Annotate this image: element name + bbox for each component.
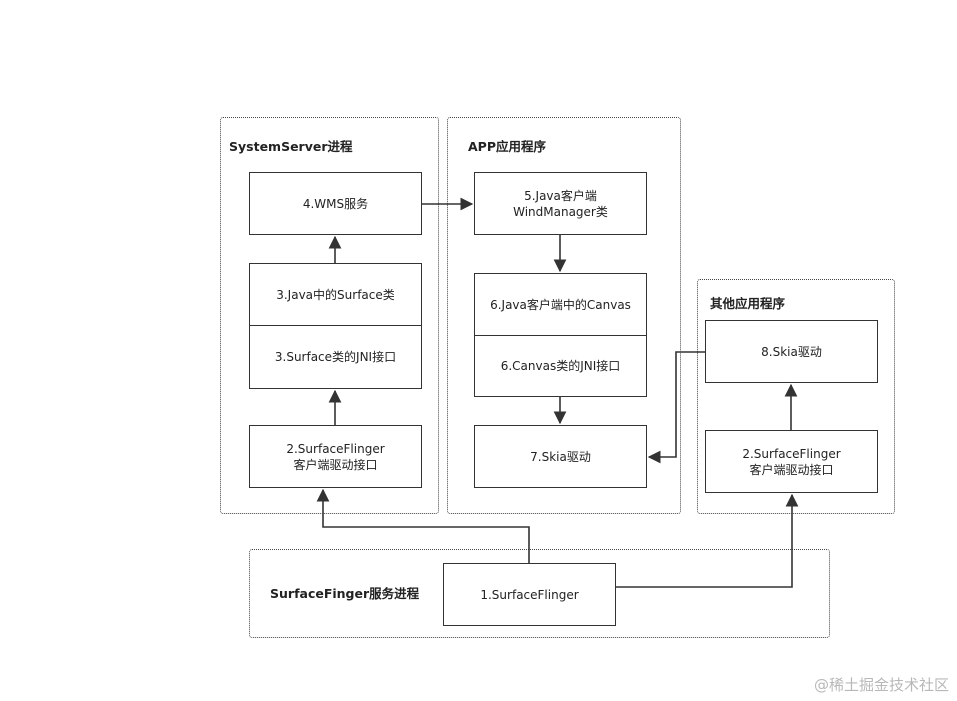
surfaceflinger-box: 1.SurfaceFlinger	[443, 563, 616, 626]
other-app-group	[697, 279, 895, 514]
sf-client-right-line1: 2.SurfaceFlinger	[742, 446, 841, 461]
surfaceflinger-process-group-title: SurfaceFinger服务进程	[270, 586, 420, 601]
surface-jni-interface-box: 3.Surface类的JNI接口	[249, 325, 422, 389]
sf-client-right-line2: 客户端驱动接口	[749, 462, 834, 477]
java-canvas-label: 6.Java客户端中的Canvas	[490, 298, 631, 312]
canvas-jni-interface-label: 6.Canvas类的JNI接口	[500, 359, 621, 373]
java-wm-line1: 5.Java客户端	[524, 188, 597, 203]
systemserver-group	[220, 117, 439, 514]
java-surface-class-label: 3.Java中的Surface类	[276, 288, 395, 302]
java-wm-line2: WindManager类	[513, 204, 608, 219]
wms-service-box: 4.WMS服务	[249, 172, 422, 235]
surfaceflinger-process-group	[249, 549, 830, 638]
systemserver-group-title: SystemServer进程	[229, 139, 353, 154]
app-group-title: APP应用程序	[468, 139, 546, 154]
wms-service-label: 4.WMS服务	[302, 196, 369, 211]
other-app-group-title: 其他应用程序	[710, 296, 786, 311]
arrow-skia-other-to-skia-app	[647, 351, 705, 464]
surface-jni-interface-label: 3.Surface类的JNI接口	[274, 350, 397, 364]
java-canvas-box: 6.Java客户端中的Canvas	[474, 273, 647, 337]
surfaceflinger-client-interface-box-left: 2.SurfaceFlinger 客户端驱动接口	[249, 425, 422, 488]
skia-driver-other-label: 8.Skia驱动	[761, 344, 822, 359]
skia-driver-app-label: 7.Skia驱动	[530, 449, 591, 464]
surfaceflinger-client-interface-box-right: 2.SurfaceFlinger 客户端驱动接口	[705, 430, 878, 493]
surfaceflinger-label: 1.SurfaceFlinger	[480, 587, 579, 602]
arrow-surfaceflinger-to-sf-client-left	[316, 488, 530, 563]
app-group	[447, 117, 681, 514]
arrow-surfaceflinger-to-sf-client-right	[616, 493, 799, 588]
skia-driver-app-box: 7.Skia驱动	[474, 425, 647, 488]
canvas-jni-interface-box: 6.Canvas类的JNI接口	[474, 335, 647, 397]
sf-client-left-line2: 客户端驱动接口	[293, 457, 378, 472]
java-windowmanager-box: 5.Java客户端 WindManager类	[474, 172, 647, 235]
skia-driver-other-box: 8.Skia驱动	[705, 320, 878, 383]
sf-client-left-line1: 2.SurfaceFlinger	[286, 441, 385, 456]
watermark: @稀土掘金技术社区	[813, 676, 949, 694]
